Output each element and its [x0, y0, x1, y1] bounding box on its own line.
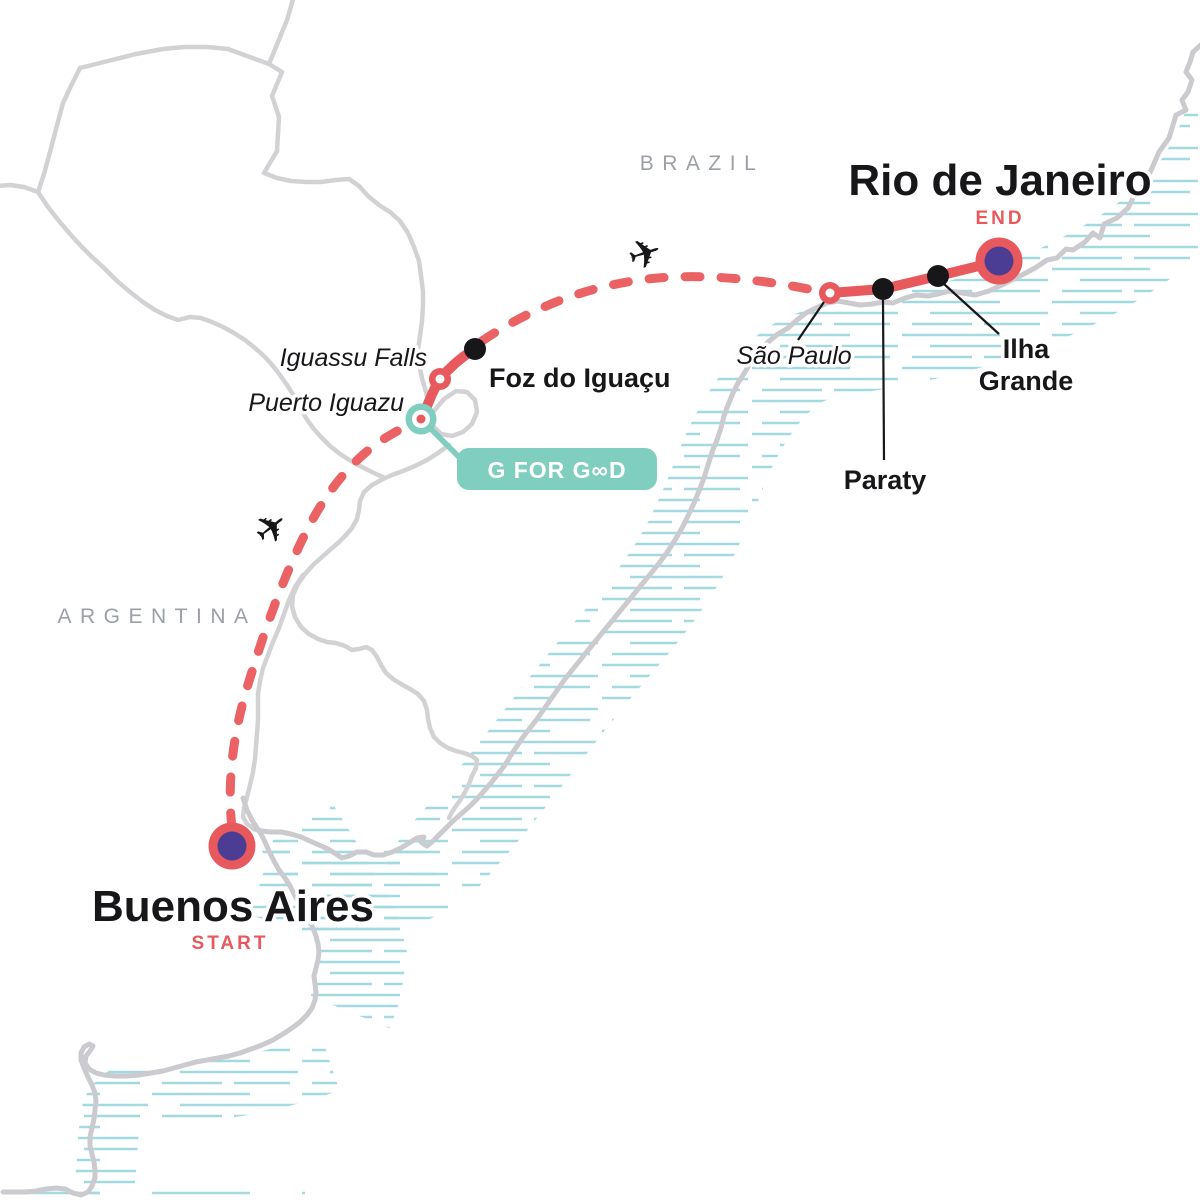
border-paraguay-north [77, 44, 272, 71]
border-west-spur [0, 182, 41, 195]
hatch-band-buenos-aires [261, 804, 408, 1029]
leader-paraty [881, 299, 886, 461]
marker-foz-do-iguacu [464, 338, 486, 360]
airplane-icon: ✈ [622, 228, 668, 282]
badge-connector-line [423, 421, 466, 464]
border-paraguay-west [35, 65, 83, 195]
leader-sao-paulo [797, 301, 825, 341]
border-paraguay-northeast [261, 0, 296, 176]
stop-label-foz-do-iguacu: Foz do Iguaçu [489, 363, 671, 393]
g-for-good-badge: G FOR G∞D [423, 421, 657, 490]
badge-background [457, 448, 657, 490]
marker-iguassu-falls [429, 368, 451, 390]
border-iguazu-river-loop [430, 388, 480, 439]
marker-rio-de-janeiro-end [975, 237, 1023, 285]
route-leg-flight-foz-saopaulo [477, 272, 823, 346]
city-label-buenos-aires: Buenos Aires [92, 882, 374, 931]
coastline-brazil [251, 42, 1200, 861]
hatch-band-bay [72, 1033, 340, 1200]
end-tag: END [975, 208, 1024, 229]
hatch-band-brazil-coast [385, 84, 1200, 896]
leader-lines [797, 283, 1000, 461]
border-paraguay-south [35, 189, 388, 481]
sea-hatching [8, 84, 1200, 1200]
country-label-brazil: BRAZIL [640, 152, 765, 175]
stop-label-puerto-iguazu: Puerto Iguazu [248, 389, 404, 417]
badge-label: G FOR G∞D [487, 457, 626, 483]
city-label-rio-de-janeiro: Rio de Janeiro [848, 156, 1151, 205]
route-markers [208, 237, 1023, 870]
coastline-argentina [0, 795, 322, 1198]
stop-label-sao-paulo: São Paulo [736, 342, 851, 370]
marker-ilha-grande [927, 265, 949, 287]
country-label-argentina: ARGENTINA [57, 605, 256, 628]
stop-label-ilha-grande-line1: Ilha [1003, 334, 1050, 364]
map-labels: BRAZIL ARGENTINA Rio de Janeiro END Buen… [57, 152, 1155, 958]
marker-buenos-aires-start [208, 822, 256, 870]
stop-label-ilha-grande-line2: Grande [979, 366, 1074, 396]
route-leg-flight-buenosaires-puertoiguazu [225, 416, 425, 833]
marker-sao-paulo [819, 282, 841, 304]
marker-puerto-iguazu [405, 403, 437, 435]
route-leg-ground-saopaulo-rio [825, 256, 1004, 298]
border-parana-river [261, 170, 434, 417]
border-argentina-brazil-uruguay [289, 442, 480, 821]
marker-paraty [872, 278, 894, 300]
leader-ilha-grande [943, 283, 1000, 335]
stop-label-paraty: Paraty [844, 465, 927, 495]
start-tag: START [192, 933, 269, 954]
airplane-icon: ✈ [245, 500, 300, 557]
stop-label-iguassu-falls: Iguassu Falls [280, 344, 427, 372]
